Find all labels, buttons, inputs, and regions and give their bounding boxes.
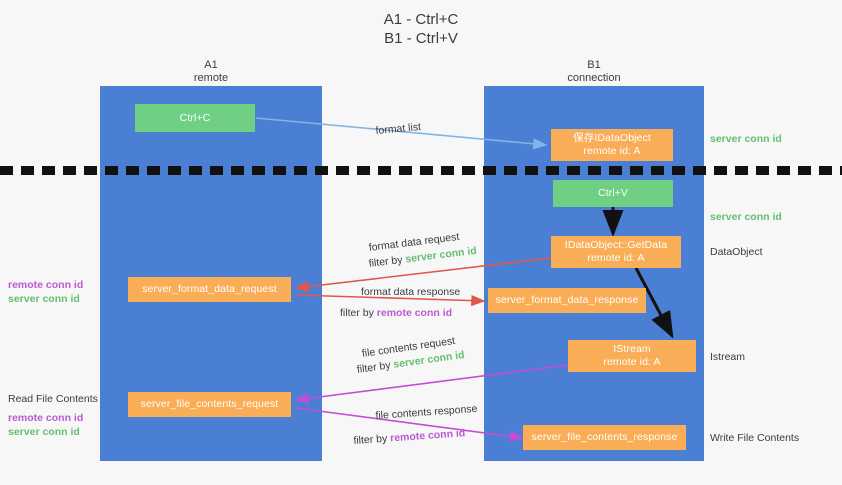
- column-header-b1: B1 connection: [567, 59, 621, 84]
- filter-prefix: filter by: [368, 253, 407, 270]
- box-ctrl-v[interactable]: Ctrl+V: [553, 180, 673, 207]
- diagram-title: A1 - Ctrl+C B1 - Ctrl+V: [383, 11, 459, 47]
- box-istream-line2: remote id: A: [603, 356, 661, 368]
- label-group-format-conn-ids: remote conn id server conn id: [8, 278, 83, 306]
- box-getdata-line1: IDataObject::GetData: [564, 239, 668, 251]
- label-istream: Istream: [710, 351, 746, 363]
- label-server-conn-id-mid: server conn id: [710, 211, 782, 223]
- dashed-divider: [0, 166, 842, 175]
- label-read-file-contents: Read File Contents: [8, 393, 98, 405]
- filter-value-remote-conn-id: remote conn id: [376, 307, 453, 319]
- box-server-file-contents-request-label: server_file_contents_request: [140, 398, 279, 410]
- filter-prefix: filter by: [356, 358, 395, 376]
- box-istream-line1: IStream: [613, 343, 651, 355]
- label-group-file-conn-ids: remote conn id server conn id: [8, 411, 83, 439]
- edge-label-file-contents-response-filter: filter by remote conn id: [353, 426, 466, 448]
- box-ctrl-c-label: Ctrl+C: [179, 111, 211, 124]
- label-server-conn-id-format: server conn id: [8, 293, 80, 305]
- box-server-format-data-request[interactable]: server_format_data_request: [128, 277, 291, 302]
- label-remote-conn-id-file: remote conn id: [8, 412, 84, 424]
- edge-label-format-list: format list: [375, 121, 422, 137]
- box-idataobject-getdata[interactable]: IDataObject::GetData remote id: A: [551, 236, 681, 268]
- box-server-format-data-response-label: server_format_data_response: [495, 294, 639, 306]
- box-istream[interactable]: IStream remote id: A: [568, 340, 696, 372]
- box-server-file-contents-response-label: server_file_contents_response: [531, 431, 678, 443]
- label-write-file-contents: Write File Contents: [710, 432, 800, 444]
- label-data-object: DataObject: [710, 246, 763, 258]
- filter-prefix: filter by: [340, 307, 377, 319]
- box-getdata-line2: remote id: A: [587, 252, 645, 264]
- edge-label-file-contents-response: file contents response: [375, 402, 478, 422]
- box-server-file-contents-response[interactable]: server_file_contents_response: [523, 425, 686, 450]
- filter-value-remote-conn-id: remote conn id: [389, 427, 466, 445]
- box-server-file-contents-request[interactable]: server_file_contents_request: [128, 392, 291, 417]
- box-server-format-data-request-label: server_format_data_request: [142, 283, 277, 295]
- box-data-object-line1: 保存IDataObject: [573, 132, 651, 144]
- column-header-a1: A1 remote: [193, 59, 229, 84]
- box-ctrl-c[interactable]: Ctrl+C: [135, 104, 255, 132]
- label-remote-conn-id-format: remote conn id: [8, 279, 84, 291]
- box-ctrl-v-label: Ctrl+V: [597, 187, 629, 199]
- label-server-conn-id-file: server conn id: [8, 426, 80, 438]
- filter-prefix: filter by: [353, 432, 391, 447]
- box-data-object-remote[interactable]: 保存IDataObject remote id: A: [551, 129, 673, 161]
- box-server-format-data-response[interactable]: server_format_data_response: [488, 288, 646, 313]
- box-data-object-line2: remote id: A: [583, 145, 641, 157]
- edge-label-format-data-response-filter: filter by remote conn id: [340, 306, 452, 320]
- label-server-conn-id-top: server conn id: [710, 133, 782, 145]
- edge-label-format-data-response: format data response: [361, 286, 461, 298]
